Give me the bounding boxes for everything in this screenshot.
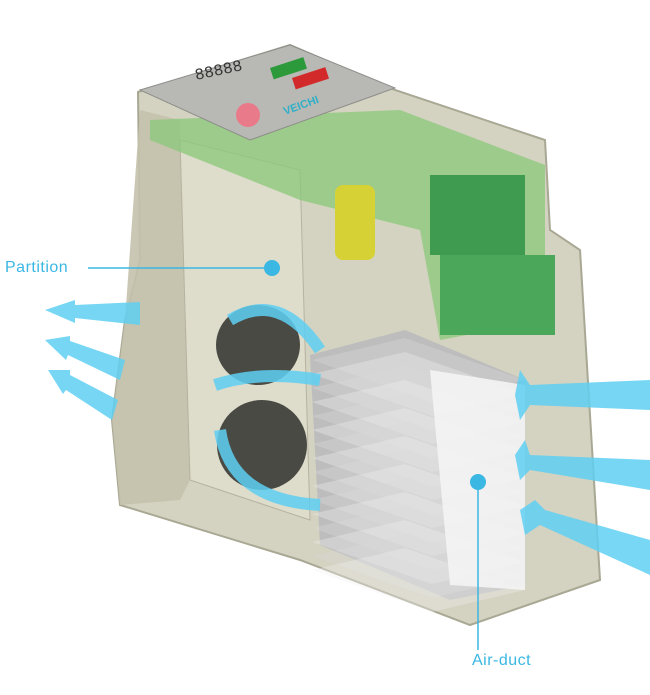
keypad [138,44,397,141]
potentiometer-knob [236,103,260,127]
terminal-block-lower [440,255,555,335]
partition-label: Partition [5,259,69,276]
terminal-block [430,175,525,255]
airflow-arrows [45,300,650,575]
partition-dot [264,260,280,276]
inductor [335,185,375,260]
air-duct-dot [470,474,486,490]
air-duct-label: Air-duct [472,652,532,669]
fan-top [216,305,300,385]
housing-front [112,110,190,505]
stop-button [292,67,329,90]
heatsink-fin [312,548,525,612]
fan-bottom [217,400,307,490]
run-button [270,57,307,80]
